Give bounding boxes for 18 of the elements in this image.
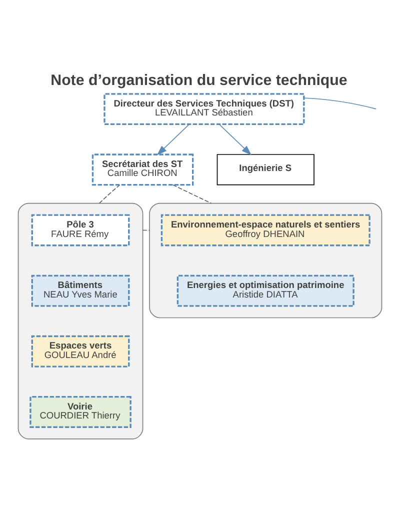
node-box: Espaces verts GOULEAU André (31, 335, 130, 368)
node-box: Secrétariat des ST Camille CHIRON (92, 154, 194, 186)
diagram-title: Note d’organisation du service technique (50, 72, 348, 90)
node-box: Energies et optimisation patrimoine Aristide DIATTA (176, 274, 354, 307)
connector (142, 230, 150, 231)
node-box: Pôle 3 FAURE Rémy (31, 214, 130, 246)
arrow (156, 124, 190, 156)
node-box: Environnement-espace naturels et sentiers Geoffroy DHENAIN (160, 214, 370, 246)
connector (304, 98, 377, 110)
node-box: Ingénierie S (216, 154, 314, 186)
connector (98, 184, 120, 204)
connector (172, 184, 212, 204)
cluster (18, 202, 144, 440)
cluster (149, 202, 382, 318)
node-box: Voirie COURDIER Thierry (30, 396, 132, 428)
arrow (218, 124, 252, 156)
node-box: Bâtiments NEAU Yves Marie (31, 274, 130, 307)
node-box: Directeur des Services Techniques (DST) LEVAILLANT Sébastien (104, 93, 305, 126)
